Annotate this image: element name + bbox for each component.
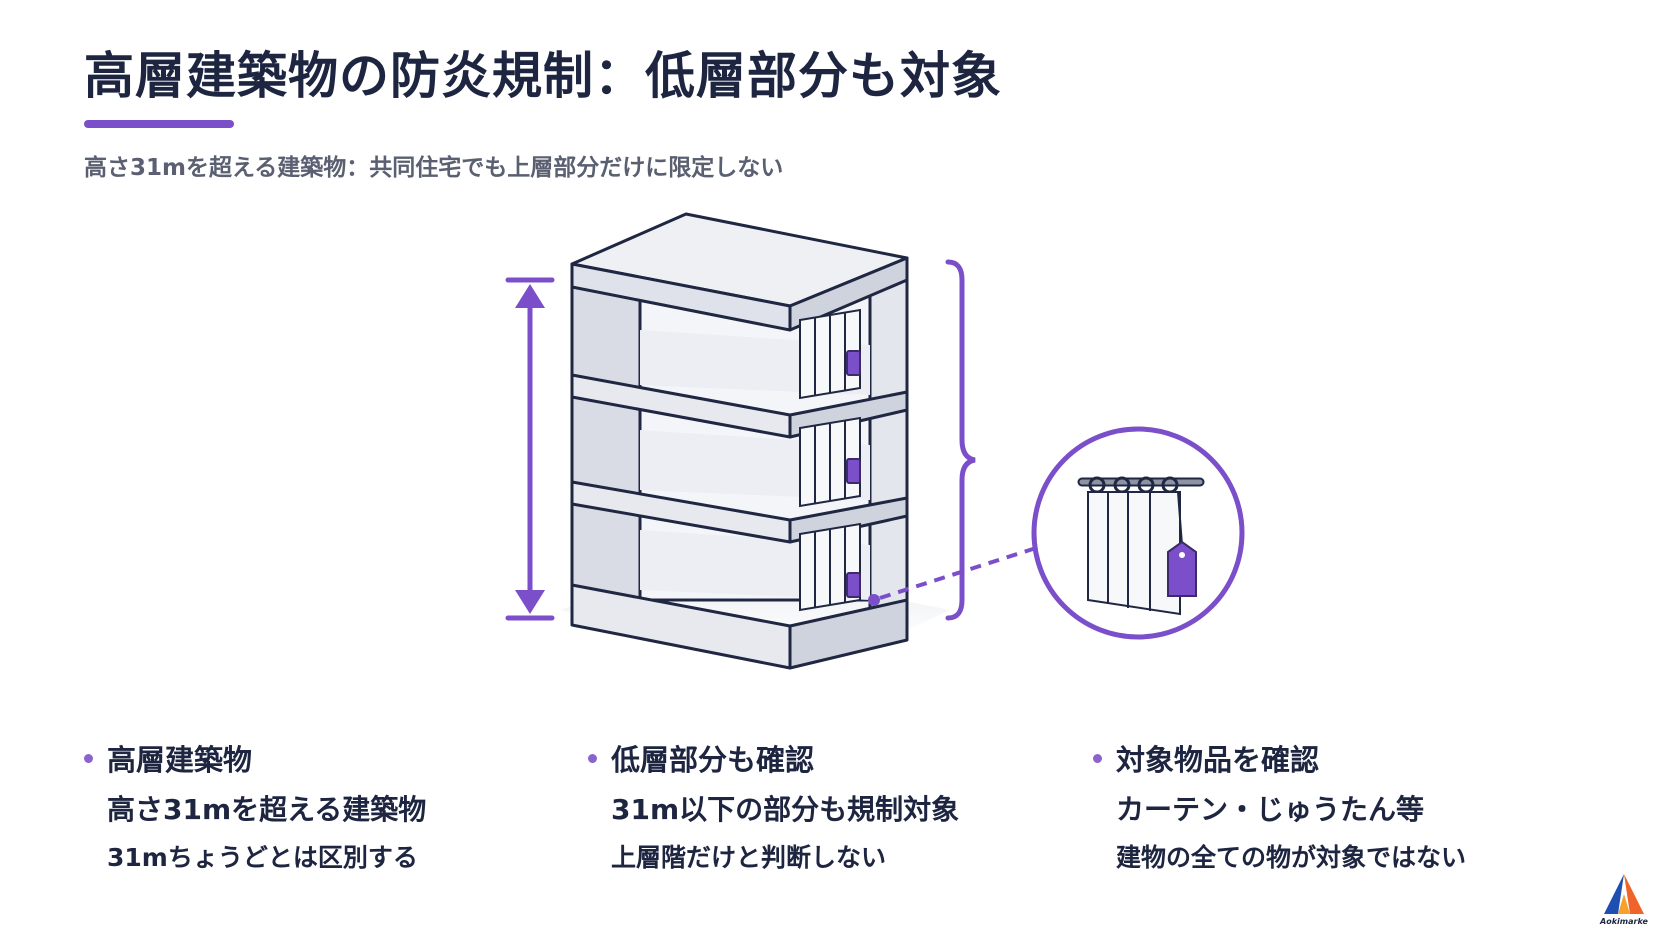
column-line-2: 上層階だけと判断しない — [611, 843, 887, 872]
logo-text: Aokimarke — [1600, 917, 1648, 926]
info-column-low-floors: 低層部分も確認 31m以下の部分も規制対象 上層階だけと判断しない — [588, 736, 1048, 874]
page-title: 高層建築物の防炎規制：低層部分も対象 — [84, 47, 1002, 105]
curtain-zoom-icon — [1031, 426, 1245, 640]
curtain-floor-2 — [799, 416, 861, 508]
bullet-dot — [588, 753, 597, 763]
column-line-1: カーテン・じゅうたん等 — [1116, 793, 1425, 826]
curtain-floor-3 — [799, 308, 861, 400]
column-line-1: 高さ31mを超える建築物 — [107, 793, 427, 826]
column-title: 低層部分も確認 — [611, 743, 815, 777]
title-underline — [84, 120, 234, 128]
brace-icon — [945, 259, 976, 621]
info-column-high-rise: 高層建築物 高さ31mを超える建築物 31mちょうどとは区別する — [84, 736, 544, 874]
info-column-target-items: 対象物品を確認 カーテン・じゅうたん等 建物の全ての物が対象ではない — [1093, 736, 1553, 874]
column-line-1: 31m以下の部分も規制対象 — [611, 793, 960, 826]
column-line-2: 31mちょうどとは区別する — [107, 843, 418, 872]
connector-dot — [868, 594, 880, 606]
height-arrow-icon — [505, 277, 555, 621]
bullet-dot — [1093, 753, 1102, 763]
curtain-floor-1 — [799, 522, 861, 612]
bullet-dot — [84, 753, 93, 763]
column-title: 対象物品を確認 — [1116, 743, 1320, 777]
connector-line — [879, 546, 1037, 600]
logo-icon — [1604, 874, 1644, 914]
column-title: 高層建築物 — [107, 743, 253, 777]
column-line-2: 建物の全ての物が対象ではない — [1116, 843, 1467, 872]
page-subtitle: 高さ31mを超える建築物：共同住宅でも上層部分だけに限定しない — [84, 155, 784, 181]
